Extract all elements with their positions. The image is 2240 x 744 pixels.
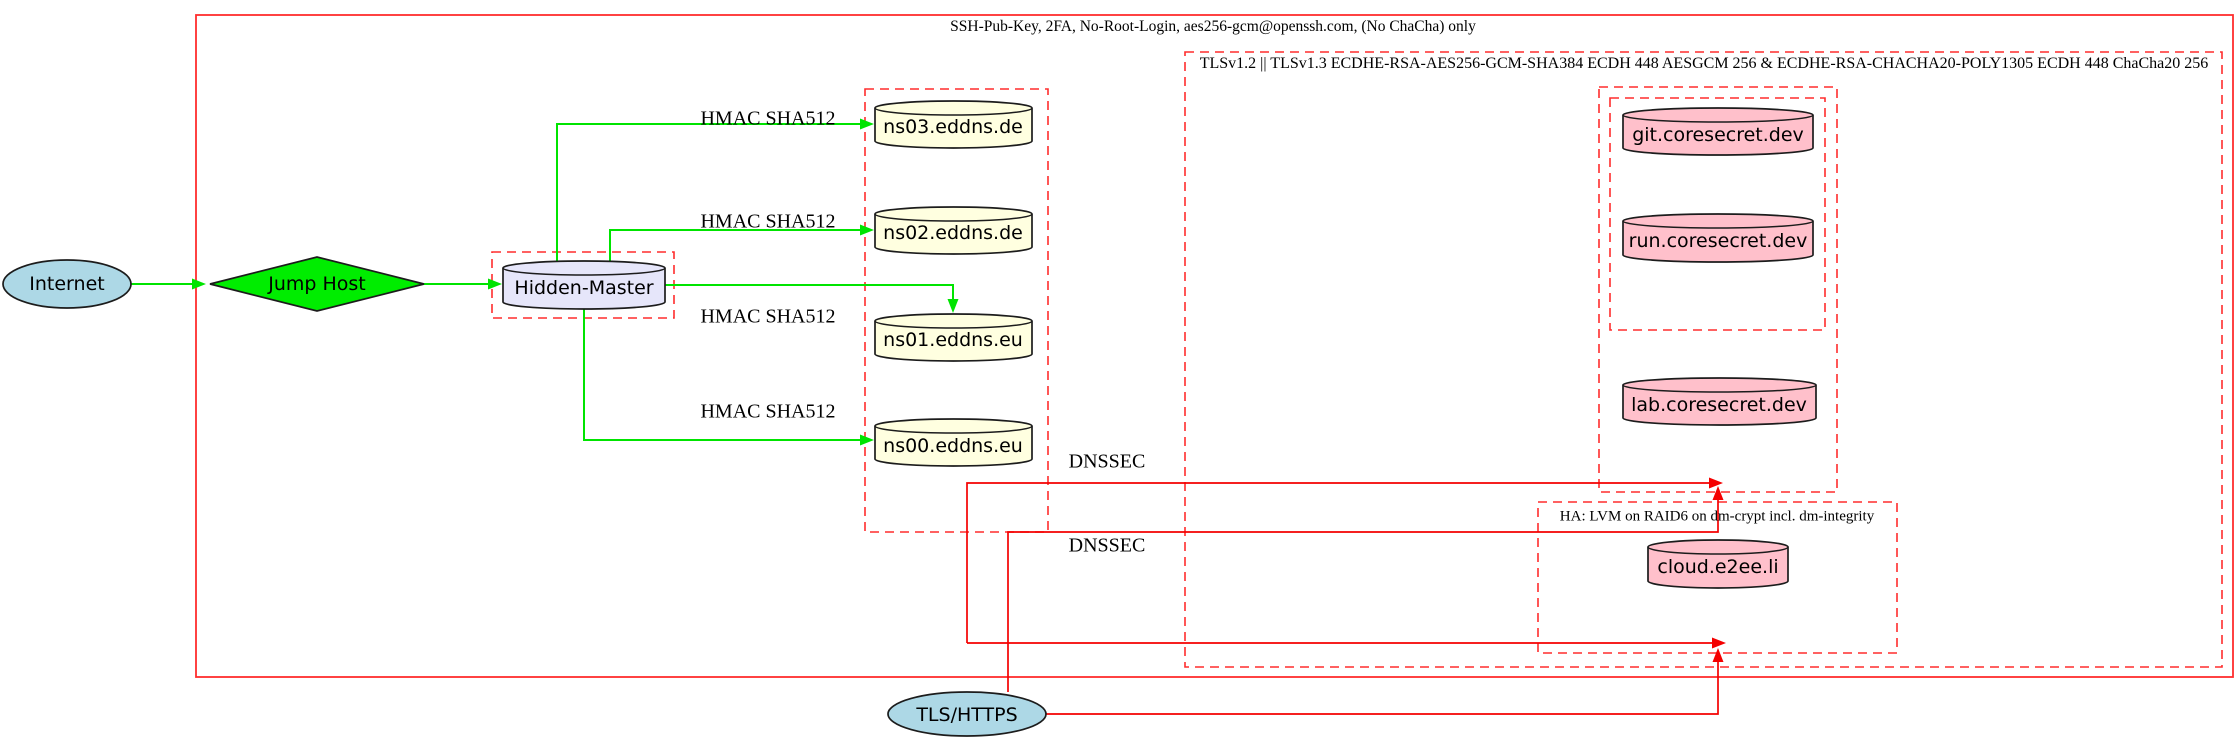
node-run-shape: [1622, 213, 1814, 263]
arrowhead-to-ns00: [860, 434, 874, 446]
node-git-rim: [1622, 114, 1814, 123]
edge-tls-to-ha-cluster: [1046, 661, 1719, 715]
arrowhead-dnssec-upper: [1709, 477, 1723, 489]
node-lab-rim: [1622, 384, 1817, 393]
node-ns00-rim: [874, 425, 1033, 434]
node-ns01-rim: [874, 320, 1033, 329]
edge-tls-to-services-cluster: [1007, 499, 1719, 692]
node-ns03-shape: [874, 100, 1033, 149]
arrowhead-to-ns03: [860, 118, 874, 130]
edge-hidden-master-to-ns02: [609, 229, 860, 263]
node-run-rim: [1622, 220, 1814, 229]
cluster-dns-servers-border: [864, 88, 1049, 533]
cluster-services-inner-border: [1609, 97, 1826, 331]
node-ns02-rim: [874, 213, 1033, 222]
node-tls-https-shape: [887, 691, 1047, 737]
node-internet-shape: [2, 259, 132, 309]
node-cloud-rim: [1647, 546, 1789, 555]
edge-hidden-master-to-ns03: [556, 123, 860, 263]
node-hidden-master-shape: [502, 260, 666, 310]
arrowhead-to-ns01: [947, 299, 959, 313]
node-ns00-shape: [874, 418, 1033, 467]
arrowhead-dnssec-lower-return: [1712, 637, 1726, 649]
node-ns02-shape: [874, 206, 1033, 255]
cluster-tls-border: [1184, 51, 2223, 668]
node-git-shape: [1622, 107, 1814, 156]
node-jump-host-shape: [209, 256, 425, 312]
edge-hidden-master-to-ns01: [665, 284, 954, 299]
node-lab-shape: [1622, 377, 1817, 426]
cluster-services-outer-border: [1598, 86, 1838, 493]
cluster-ssh-border: [195, 14, 2234, 678]
arrowhead-tls-to-services-cluster: [1712, 486, 1724, 500]
arrowhead-jump-host-to-hidden-master: [488, 278, 502, 290]
node-cloud-shape: [1647, 539, 1789, 589]
edge-dnssec-upper: [966, 482, 1709, 643]
node-hidden-master-rim: [502, 267, 666, 276]
node-ns03-rim: [874, 107, 1033, 116]
node-ns01-shape: [874, 313, 1033, 362]
arrowhead-to-ns02: [860, 224, 874, 236]
edge-hidden-master-to-ns00: [583, 309, 860, 441]
arrowhead-internet-to-jump-host: [192, 278, 206, 290]
arrowhead-tls-to-ha-cluster: [1712, 648, 1724, 662]
